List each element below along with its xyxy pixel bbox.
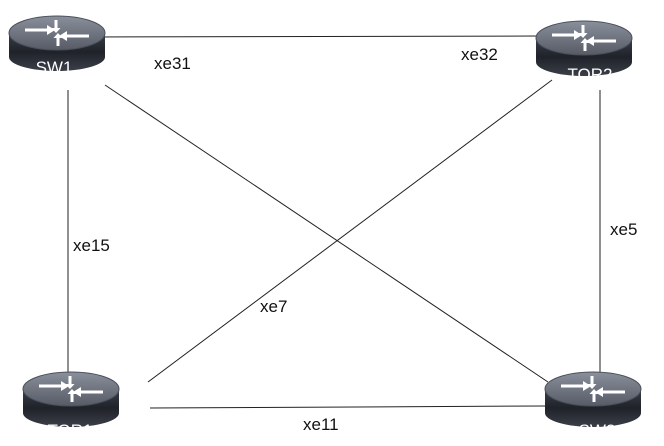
port-label-xe11: xe11 xyxy=(303,415,339,434)
router-tor1-label: TOR1 xyxy=(47,421,92,440)
router-icon xyxy=(544,371,642,428)
port-label-xe7: xe7 xyxy=(260,297,287,316)
link-tor2-tor1 xyxy=(147,79,553,383)
router-sw1[interactable]: SW1 xyxy=(8,15,106,77)
router-tor2-label: TOR2 xyxy=(567,65,612,84)
link-tor1-sw2 xyxy=(149,405,546,409)
router-icon xyxy=(22,371,120,428)
port-label-xe15: xe15 xyxy=(73,236,110,255)
port-label-xe31: xe31 xyxy=(154,54,191,73)
port-label-xe32: xe32 xyxy=(461,45,498,64)
router-sw2-label: SW2 xyxy=(579,421,616,440)
router-sw2[interactable]: SW2 xyxy=(544,371,642,440)
router-tor1[interactable]: TOR1 xyxy=(22,371,120,440)
router-tor2[interactable]: TOR2 xyxy=(535,20,633,84)
router-sw1-label: SW1 xyxy=(36,58,73,77)
link-sw1-sw2 xyxy=(104,84,549,383)
link-sw1-tor2 xyxy=(94,35,541,38)
port-label-xe5: xe5 xyxy=(610,220,637,239)
